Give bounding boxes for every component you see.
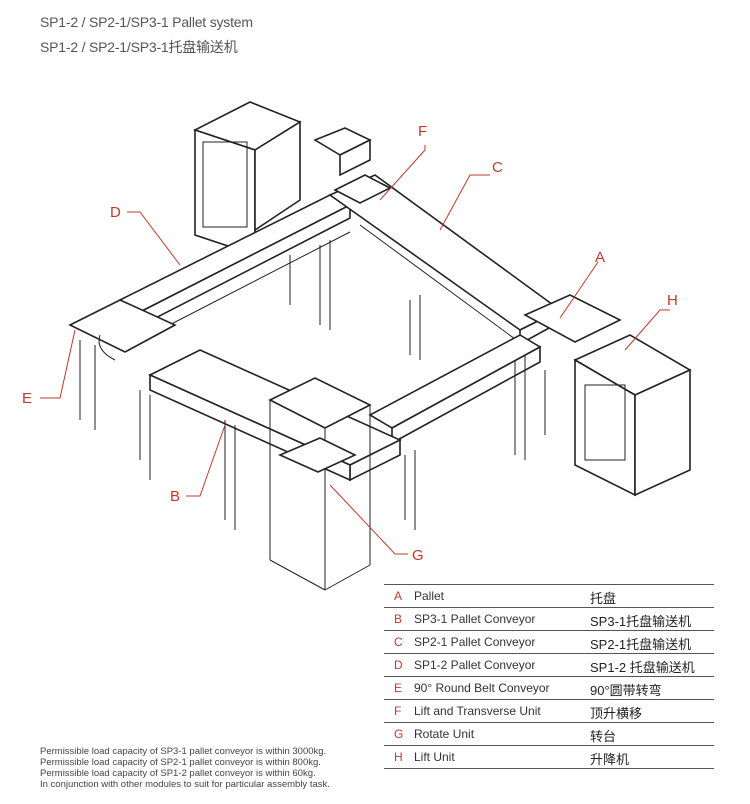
legend-key: D	[394, 658, 403, 672]
legend-english: SP3-1 Pallet Conveyor	[414, 612, 536, 626]
callout-h: H	[667, 292, 678, 309]
legend-chinese: SP3-1托盘输送机	[590, 614, 692, 629]
legend-english: Pallet	[414, 589, 445, 603]
callout-e: E	[22, 390, 32, 407]
legend-row: A Pallet 托盘	[384, 584, 714, 608]
note-line: Permissible load capacity of SP2-1 palle…	[40, 757, 321, 768]
conveyor-b	[148, 349, 402, 482]
callout-c: C	[492, 159, 503, 176]
rotate-unit-g	[268, 377, 372, 591]
legend-table: A Pallet 托盘 B SP3-1 Pallet Conveyor SP3-1托盘输…	[384, 584, 714, 769]
legend-chinese: 转台	[590, 729, 617, 744]
lift-unit-h	[573, 334, 692, 497]
lift-cabinet-top	[192, 101, 302, 257]
legend-english: Lift Unit	[414, 750, 455, 764]
legend-row: H Lift Unit 升降机	[384, 746, 714, 769]
note-line: Permissible load capacity of SP3-1 palle…	[40, 746, 327, 757]
legend-chinese: SP2-1托盘输送机	[590, 637, 692, 652]
pallet-a	[523, 294, 622, 343]
legend-chinese: 升降机	[590, 752, 630, 767]
callout-lines	[40, 145, 670, 555]
legend-chinese: 托盘	[590, 591, 617, 606]
legend-english: 90° Round Belt Conveyor	[414, 681, 550, 695]
callout-d: D	[110, 204, 121, 221]
note-line: In conjunction with other modules to sui…	[40, 779, 330, 790]
legend-row: C SP2-1 Pallet Conveyor SP2-1托盘输送机	[384, 631, 714, 654]
legend-row: G Rotate Unit 转台	[384, 723, 714, 746]
callout-b: B	[170, 488, 180, 505]
legend-english: Rotate Unit	[414, 727, 475, 741]
callout-f: F	[418, 123, 427, 140]
legend-key: A	[394, 589, 403, 603]
pallet-f	[333, 174, 392, 204]
legend-english: Lift and Transverse Unit	[414, 704, 541, 718]
legend-row: E 90° Round Belt Conveyor 90°圆带转弯	[384, 677, 714, 700]
legend-chinese: 90°圆带转弯	[590, 683, 662, 698]
legend-english: SP2-1 Pallet Conveyor	[414, 635, 536, 649]
load-capacity-notes: Permissible load capacity of SP3-1 palle…	[40, 746, 330, 790]
legend-key: H	[394, 750, 403, 764]
legend-key: C	[394, 635, 403, 649]
legend-row: D SP1-2 Pallet Conveyor SP1-2 托盘输送机	[384, 654, 714, 677]
round-belt-corner	[68, 299, 177, 361]
legend-english: SP1-2 Pallet Conveyor	[414, 658, 536, 672]
legend-key: G	[394, 727, 404, 741]
callout-a: A	[595, 249, 605, 266]
legend-key: B	[394, 612, 403, 626]
legend-key: E	[394, 681, 403, 695]
title-chinese: SP1-2 / SP2-1/SP3-1托盘输送机	[40, 39, 238, 55]
legend-key: F	[394, 704, 402, 718]
support-legs	[79, 240, 546, 530]
drive-motor	[313, 127, 372, 177]
legend-row: B SP3-1 Pallet Conveyor SP3-1托盘输送机	[384, 608, 714, 631]
note-line: Permissible load capacity of SP1-2 palle…	[40, 768, 316, 779]
legend-chinese: 顶升横移	[590, 706, 643, 721]
legend-chinese: SP1-2 托盘输送机	[590, 660, 695, 675]
legend-row: F Lift and Transverse Unit 顶升横移	[384, 700, 714, 723]
title-english: SP1-2 / SP2-1/SP3-1 Pallet system	[40, 14, 253, 30]
callout-g: G	[412, 547, 424, 564]
